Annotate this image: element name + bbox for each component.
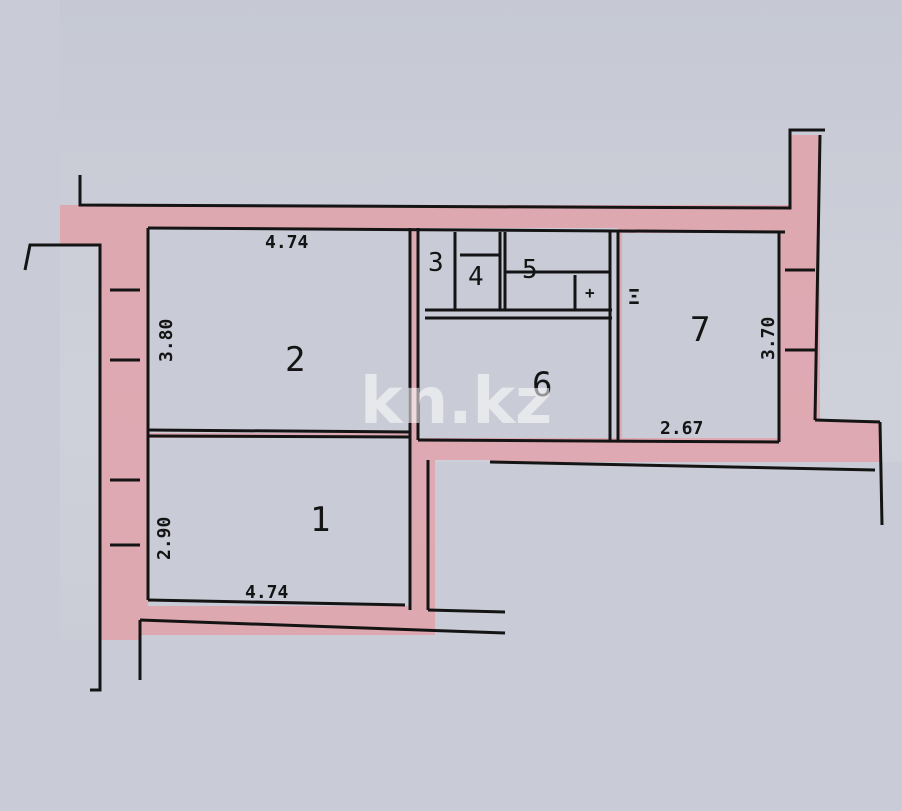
- dim-room2-width: 4.74: [265, 232, 309, 253]
- room-3-label: 3: [428, 248, 444, 278]
- room-5-label: 5: [522, 255, 538, 285]
- dim-room1-width: 4.74: [245, 582, 289, 603]
- room-6-label: 6: [532, 365, 553, 405]
- room-2-label: 2: [285, 340, 306, 380]
- dim-room7-height: 3.70: [758, 316, 779, 360]
- room-4-label: 4: [468, 262, 484, 292]
- dim-room1-height: 2.90: [154, 516, 175, 560]
- watermark: kn.kz: [360, 365, 553, 439]
- room-7-label: 7: [690, 310, 711, 350]
- room-1-label: 1: [310, 500, 331, 540]
- vent-symbol: Ξ: [628, 285, 641, 309]
- plus-symbol: +: [585, 283, 595, 302]
- dim-room2-height: 3.80: [156, 318, 177, 362]
- dim-room7-width: 2.67: [660, 418, 704, 439]
